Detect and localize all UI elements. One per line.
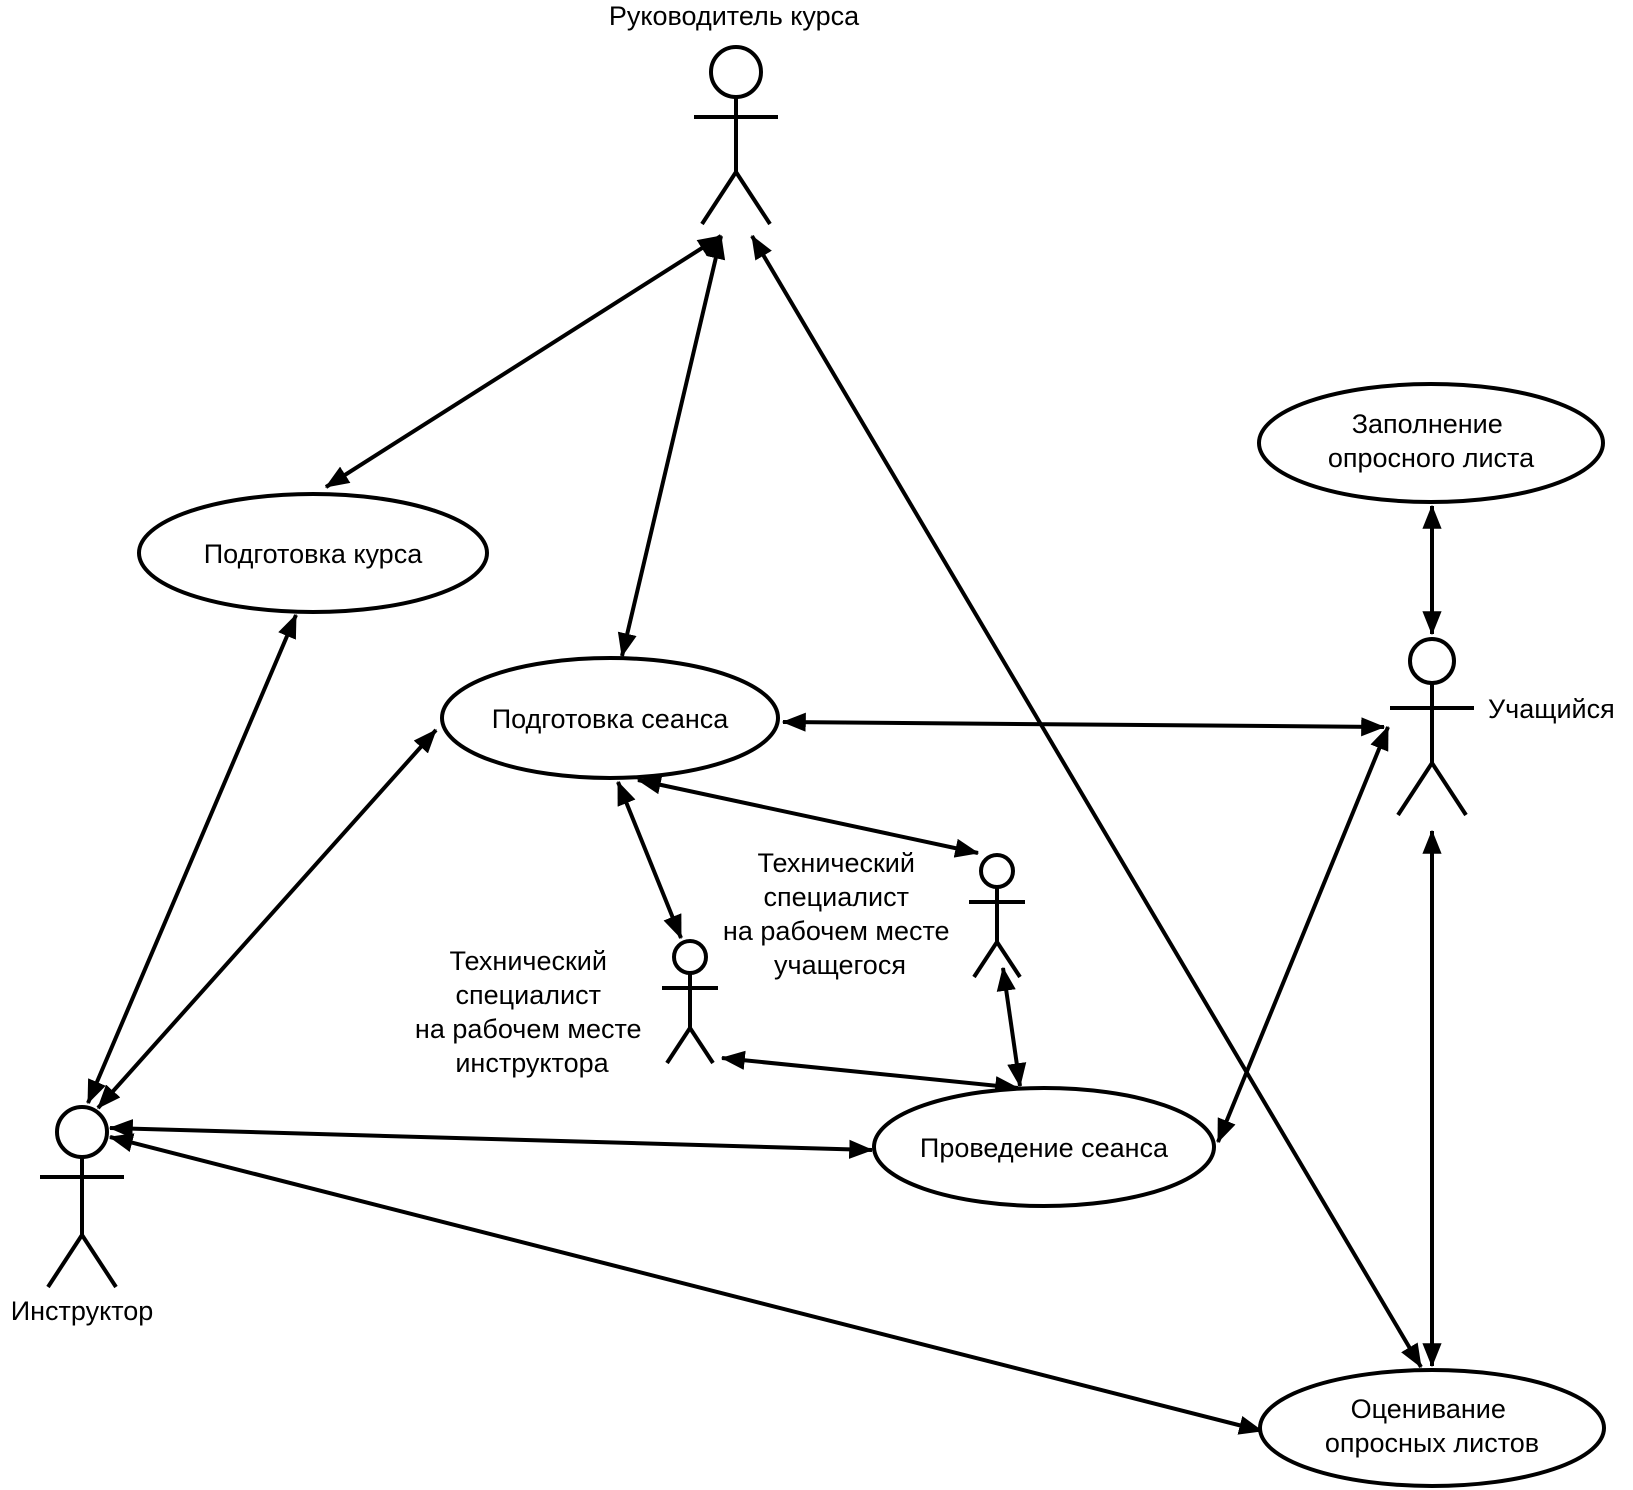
actor-course-manager[interactable]: Руководитель курса <box>609 1 860 226</box>
label-line-1: Технический <box>758 848 915 878</box>
label-line-4: инструктора <box>455 1048 609 1078</box>
association-instructor-to-conduct-session <box>108 1119 874 1159</box>
label-line-1: Технический <box>450 946 607 976</box>
actor-instructor[interactable]: Инструктор <box>11 1105 154 1326</box>
stick-figure-icon <box>969 853 1025 979</box>
association-instructor-to-evaluate-questionnaires <box>108 1133 1264 1435</box>
connectors <box>86 234 1442 1435</box>
association-tech-learner-to-conduct-session <box>996 966 1027 1088</box>
label-line-2: специалист <box>764 882 909 912</box>
stick-figure-icon <box>40 1105 124 1289</box>
label-line-3: на рабочем месте <box>415 1014 642 1044</box>
use-case-prepare-session[interactable]: Подготовка сеанса <box>440 656 780 780</box>
actor-label: Инструктор <box>11 1296 154 1326</box>
actor-tech-instructor[interactable]: Технический специалист на рабочем месте … <box>415 939 718 1078</box>
actor-tech-learner[interactable]: Технический специалист на рабочем месте … <box>723 848 1025 980</box>
association-tech-instructor-to-conduct-session <box>720 1050 1020 1096</box>
stick-figure-icon <box>694 45 778 226</box>
actor-label: Технический специалист на рабочем месте … <box>415 946 649 1078</box>
association-course-manager-to-prepare-session <box>617 234 726 658</box>
association-tech-instructor-to-prepare-session <box>616 780 683 940</box>
use-case-prepare-course[interactable]: Подготовка курса <box>137 492 489 614</box>
use-case-conduct-session[interactable]: Проведение сеанса <box>872 1086 1216 1208</box>
association-tech-learner-to-prepare-session <box>636 775 980 858</box>
label-line-4: учащегося <box>774 950 906 980</box>
label-line-1: Заполнение <box>1352 409 1503 439</box>
label-line-2: специалист <box>456 980 601 1010</box>
association-learner-to-prepare-session <box>781 712 1386 737</box>
actor-label: Технический специалист на рабочем месте … <box>723 848 957 980</box>
label-line-3: на рабочем месте <box>723 916 950 946</box>
label-line-2: опросного листа <box>1328 443 1535 473</box>
association-instructor-to-prepare-session <box>96 728 438 1110</box>
actor-learner[interactable]: Учащийся <box>1390 637 1615 817</box>
label-line-1: Оценивание <box>1351 1394 1506 1424</box>
label-line-2: опросных листов <box>1325 1428 1539 1458</box>
use-case-evaluate-questionnaires[interactable]: Оценивание опросных листов <box>1258 1368 1606 1488</box>
association-instructor-to-prepare-course <box>86 613 298 1105</box>
use-case-label: Оценивание опросных листов <box>1325 1394 1539 1458</box>
association-learner-to-conduct-session <box>1216 725 1390 1144</box>
use-case-label: Заполнение опросного листа <box>1328 409 1535 473</box>
stick-figure-icon <box>662 939 718 1065</box>
use-case-label: Подготовка курса <box>204 539 423 569</box>
actor-label: Учащийся <box>1488 694 1615 724</box>
association-course-manager-to-prepare-course <box>324 234 723 489</box>
stick-figure-icon <box>1390 637 1474 817</box>
use-case-label: Подготовка сеанса <box>492 704 730 734</box>
use-case-fill-questionnaire[interactable]: Заполнение опросного листа <box>1257 382 1605 504</box>
association-course-manager-to-evaluate-questionnaires <box>750 234 1423 1369</box>
use-case-label: Проведение сеанса <box>920 1133 1169 1163</box>
actor-label: Руководитель курса <box>609 1 860 31</box>
